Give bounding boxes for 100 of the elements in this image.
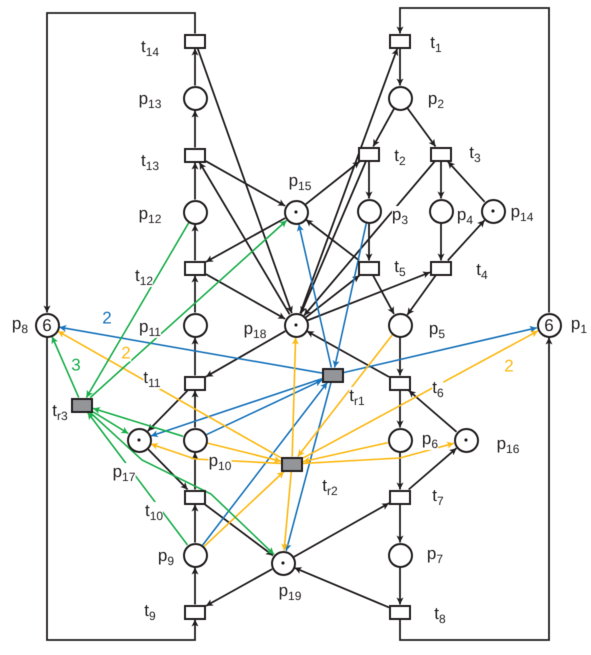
arrow — [204, 470, 285, 547]
immediate-transition — [322, 368, 344, 382]
transition-label: t$_{12}$ — [134, 267, 154, 287]
arrow — [332, 223, 368, 368]
arrow — [192, 48, 198, 86]
place-circle: • — [270, 550, 296, 576]
arrow — [297, 334, 393, 457]
immediate-transition — [281, 456, 303, 472]
arrow — [206, 442, 282, 464]
arrow — [396, 568, 404, 604]
arrow — [406, 108, 436, 148]
transition-label: t$_{3}$ — [469, 144, 481, 164]
arrow — [206, 330, 286, 378]
transition-bar — [389, 376, 411, 390]
transition-label: t$_{7}$ — [432, 487, 444, 507]
place-circle — [388, 542, 412, 568]
arrow — [447, 160, 486, 202]
arrow — [192, 224, 198, 260]
arrow — [396, 338, 404, 376]
transition-label: t$_{8}$ — [434, 605, 446, 625]
arrow — [366, 162, 372, 198]
place-circle — [182, 542, 208, 568]
place-circle: • — [284, 200, 308, 224]
arrow — [294, 566, 390, 608]
arrow — [192, 504, 198, 542]
place-circle — [388, 86, 412, 110]
transition-label: t$_{10}$ — [144, 502, 164, 522]
arrow — [147, 448, 188, 490]
arrow — [59, 324, 322, 374]
place-label: p$_{3}$ — [392, 206, 408, 226]
place-circle: • — [284, 312, 308, 338]
arrow — [396, 48, 404, 86]
arrow — [305, 218, 360, 262]
transition-label: t$_{r3}$ — [52, 402, 68, 422]
arrow — [396, 390, 404, 428]
arrow — [192, 452, 198, 490]
arrow — [192, 568, 198, 604]
arrow — [196, 48, 293, 314]
arrow — [438, 224, 444, 260]
arrow — [198, 162, 290, 315]
arrow — [396, 452, 404, 490]
arrow — [147, 390, 188, 432]
arrow — [408, 390, 458, 432]
transition-label: t$_{6}$ — [432, 379, 444, 399]
transition-bar — [184, 34, 206, 48]
arrow — [302, 330, 538, 459]
arrow — [281, 471, 292, 551]
arrow — [396, 7, 550, 312]
arrow — [406, 274, 436, 316]
arrow — [86, 222, 190, 398]
arrow — [206, 217, 286, 263]
place-circle: 6 — [34, 312, 60, 338]
transition-label: t$_{14}$ — [140, 38, 160, 58]
transition-bar — [184, 604, 206, 620]
arrow — [46, 338, 198, 641]
transition-bar — [430, 146, 452, 162]
place-circle — [388, 428, 412, 452]
transition-bar — [184, 260, 206, 276]
transition-bar — [184, 376, 206, 390]
transition-bar — [430, 260, 452, 276]
arrow — [396, 504, 404, 542]
transition-bar — [358, 146, 380, 162]
arrow — [438, 162, 444, 198]
arrow — [303, 160, 436, 316]
transition-bar — [358, 260, 380, 276]
arrow — [366, 224, 372, 260]
arrow — [150, 442, 282, 464]
arrow — [291, 337, 299, 457]
arrow — [92, 411, 129, 434]
transition-bar — [184, 490, 206, 504]
arrow — [408, 448, 458, 490]
transition-bar — [184, 148, 206, 162]
arrow — [293, 502, 390, 558]
arrow — [204, 504, 274, 556]
edge-label: 2 — [120, 344, 132, 362]
transition-label: t$_{2}$ — [394, 147, 406, 167]
transition-label: t$_{r2}$ — [322, 477, 338, 497]
transition-label: t$_{5}$ — [394, 258, 406, 278]
transition-label: t$_{11}$ — [143, 369, 161, 389]
edge-label: 2 — [503, 358, 515, 374]
transition-bar — [389, 34, 411, 48]
arrow — [90, 412, 275, 555]
transition-label: t$_{13}$ — [140, 152, 160, 172]
arrow — [192, 390, 198, 428]
arrow — [150, 378, 322, 438]
arrow — [92, 407, 184, 438]
arrow — [305, 160, 360, 205]
arrow — [192, 338, 198, 376]
arrow — [44, 12, 196, 312]
arrow — [302, 442, 454, 464]
place-circle: 6 — [536, 312, 562, 338]
arrow — [202, 382, 328, 546]
arrow — [307, 271, 430, 322]
place-circle: • — [480, 198, 506, 224]
transition-bar — [389, 604, 411, 620]
immediate-transition — [71, 398, 93, 412]
arrow — [90, 220, 288, 398]
arrow — [299, 48, 398, 314]
place-circle: • — [126, 428, 152, 452]
arrow — [447, 220, 486, 262]
